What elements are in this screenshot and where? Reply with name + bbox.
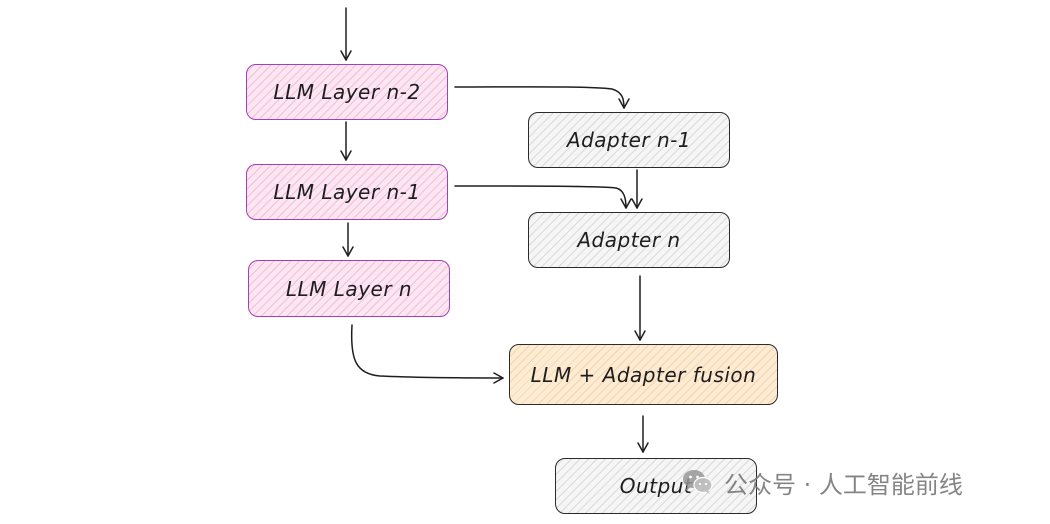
arrow-llm-n-to-fusion: [350, 324, 504, 384]
node-adapter-n-1: Adapter n-1: [528, 112, 730, 168]
watermark: 公众号 · 人工智能前线: [680, 462, 963, 502]
node-label: LLM Layer n-1: [273, 180, 421, 204]
node-llm-adapter-fusion: LLM + Adapter fusion: [509, 344, 778, 405]
node-label: Output: [619, 474, 693, 498]
node-label: LLM + Adapter fusion: [530, 362, 757, 387]
node-adapter-n: Adapter n: [528, 212, 730, 268]
node-label: Adapter n: [577, 228, 681, 252]
arrow-llm-n-2-to-adapter-n-1: [454, 86, 630, 109]
arrow-llm-n-1-to-adapter-n: [454, 185, 632, 209]
watermark-text: 公众号 · 人工智能前线: [724, 470, 963, 499]
node-label: LLM Layer n-2: [273, 80, 421, 104]
node-llm-layer-n: LLM Layer n: [248, 260, 450, 317]
node-label: Adapter n-1: [566, 128, 692, 152]
node-output: Output: [555, 458, 757, 514]
node-llm-layer-n-2: LLM Layer n-2: [246, 64, 448, 120]
node-label: LLM Layer n: [285, 276, 413, 301]
wechat-icon: [683, 470, 713, 494]
node-llm-layer-n-1: LLM Layer n-1: [246, 164, 448, 220]
